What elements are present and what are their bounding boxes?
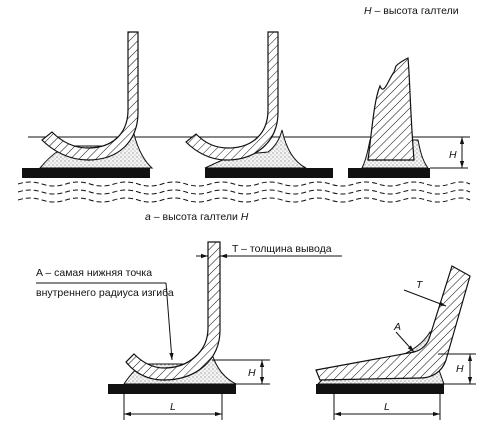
top-caption: H – высота галтели [364,5,459,17]
lead-5 [315,265,471,381]
bottom-right-joint: T A H L [315,265,476,420]
a-label-line1: A – самая нижняя точка [36,267,152,279]
br-t-symbol: T [416,279,424,291]
pad-3 [348,168,430,178]
br-a-symbol: A [393,321,401,333]
middle-caption: a – высота галтели H [145,211,249,223]
lead-4 [125,241,221,381]
top-joint-3 [348,57,430,178]
lead-3 [367,57,415,161]
pad-2 [205,168,333,178]
a-label-line2: внутреннего радиуса изгиба [36,287,174,299]
pad-4 [108,384,236,394]
top-height-dimension: H [430,137,468,169]
top-joint-2 [185,31,333,178]
pad-1 [22,168,150,178]
board-wave-lines [17,181,471,203]
lead-2 [185,31,279,161]
br-height-symbol: H [456,363,464,375]
bl-height-symbol: H [248,367,256,379]
br-length-symbol: L [384,401,390,413]
top-height-symbol: H [449,149,457,161]
pad-5 [316,384,444,394]
top-joint-1 [22,31,154,178]
t-label: T – толщина вывода [232,243,332,255]
lead-1 [41,31,139,161]
bl-length-symbol: L [170,401,176,413]
bottom-left-joint: T – толщина вывода A – самая нижняя точк… [36,241,342,420]
